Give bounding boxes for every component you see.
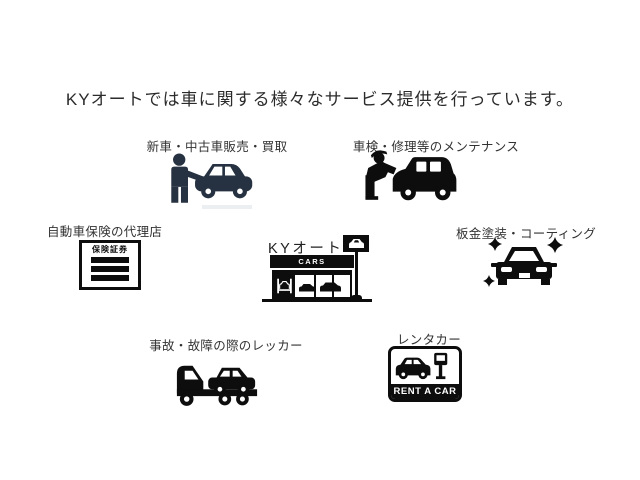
tow-truck-icon bbox=[173, 352, 261, 407]
flag-pole bbox=[355, 252, 358, 299]
document-text-bar bbox=[91, 257, 129, 263]
showroom-cars-icon bbox=[297, 279, 347, 297]
icon-shadow bbox=[202, 205, 252, 209]
insurance-document-title: 保険証券 bbox=[92, 245, 128, 254]
rent-a-car-sign-icon: RENT A CAR bbox=[388, 346, 462, 402]
document-text-bar bbox=[91, 266, 129, 272]
ky-auto-shop: KYオート CARS bbox=[262, 234, 376, 304]
ground-line bbox=[262, 299, 372, 302]
shop-name: KYオート bbox=[268, 241, 344, 257]
label-coating: 板金塗装・コーティング bbox=[455, 227, 597, 241]
car-dealership-building-icon bbox=[272, 270, 352, 299]
label-insurance: 自動車保険の代理店 bbox=[47, 225, 163, 239]
salesman-with-car-icon bbox=[166, 150, 254, 208]
mechanic-repair-car-icon bbox=[360, 148, 460, 208]
shop-sign: CARS bbox=[270, 255, 354, 268]
garage-lift-icon bbox=[274, 275, 295, 297]
label-car-sales: 新車・中古車販売・買取 bbox=[146, 140, 288, 154]
label-maintenance: 車検・修理等のメンテナンス bbox=[352, 140, 520, 154]
rental-car-and-meter-icon bbox=[393, 351, 451, 381]
polished-car-sparkle-icon bbox=[481, 236, 567, 294]
page-title: KYオートでは車に関する様々なサービス提供を行っています。 bbox=[65, 90, 575, 109]
insurance-policy-icon: 保険証券 bbox=[79, 240, 141, 290]
document-text-bar bbox=[91, 275, 129, 281]
car-flag-icon bbox=[343, 235, 369, 252]
label-towing: 事故・故障の際のレッカー bbox=[149, 339, 303, 353]
label-rental: レンタカー bbox=[396, 333, 462, 347]
rent-a-car-text: RENT A CAR bbox=[391, 384, 459, 399]
window-mullion bbox=[314, 275, 316, 297]
flag-pole-base bbox=[351, 295, 362, 299]
